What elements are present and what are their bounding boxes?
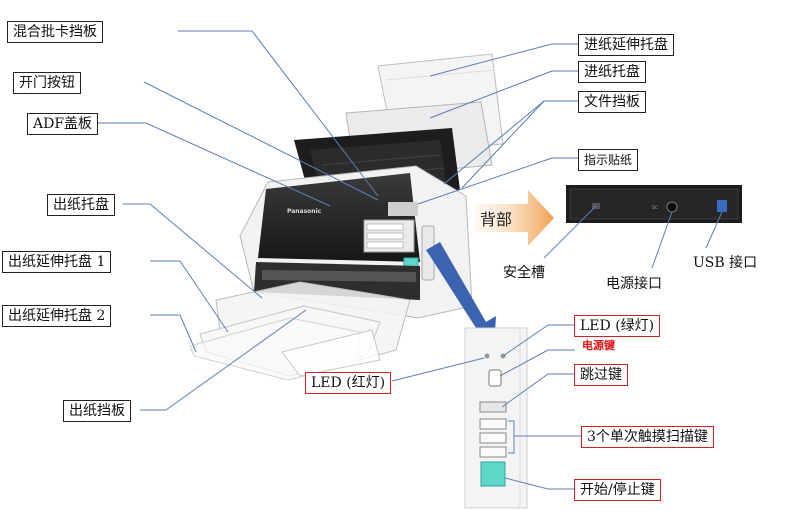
label-led-green: LED (绿灯) <box>574 315 661 337</box>
scan-key-1-shape <box>479 418 507 430</box>
label-power-key: 电源键 <box>582 339 615 352</box>
back-label: 背部 <box>480 210 513 229</box>
power-key-shape <box>488 369 502 387</box>
skip-key-shape <box>479 401 507 413</box>
start-stop-key-shape <box>480 461 506 487</box>
label-output-stopper: 出纸挡板 <box>63 400 131 422</box>
power-port-shape <box>666 201 678 213</box>
label-start-stop-key: 开始/停止键 <box>574 479 661 501</box>
label-skip-key: 跳过键 <box>574 364 628 386</box>
label-feed-tray: 进纸托盘 <box>578 61 646 83</box>
led-red-shape <box>484 353 490 359</box>
panel-arrow <box>426 242 496 348</box>
scan-key-2-shape <box>479 432 507 444</box>
label-security-slot: 安全槽 <box>503 265 545 281</box>
label-mixed-card-guide: 混合批卡挡板 <box>7 21 103 43</box>
label-indicator-sticker: 指示贴纸 <box>578 149 639 171</box>
brand-logo-text: Panasonic <box>287 208 322 215</box>
label-usb-port: USB 接口 <box>693 255 758 271</box>
label-door-button: 开门按钮 <box>13 72 81 94</box>
label-feed-extension-tray: 进纸延伸托盘 <box>578 34 674 56</box>
scan-key-3-shape <box>479 446 507 458</box>
label-power-port: 电源接口 <box>606 276 662 292</box>
indicator-sticker-shape <box>388 202 418 216</box>
label-output-tray: 出纸托盘 <box>47 194 115 216</box>
callout-lines <box>96 30 723 490</box>
label-single-touch-scan-keys: 3个单次触摸扫描键 <box>581 426 714 448</box>
label-led-red: LED (红灯) <box>305 372 392 394</box>
scan-keys-bracket <box>508 420 515 454</box>
usb-port-shape <box>717 200 727 212</box>
label-output-extension-2: 出纸延伸托盘 2 <box>2 305 112 327</box>
label-adf-cover: ADF盖板 <box>27 113 99 135</box>
svg-text:DC: DC <box>652 205 658 210</box>
back-arrow <box>474 190 554 246</box>
label-document-guide: 文件挡板 <box>578 91 646 113</box>
label-output-extension-1: 出纸延伸托盘 1 <box>2 251 112 273</box>
output-stopper-shape <box>281 329 381 377</box>
